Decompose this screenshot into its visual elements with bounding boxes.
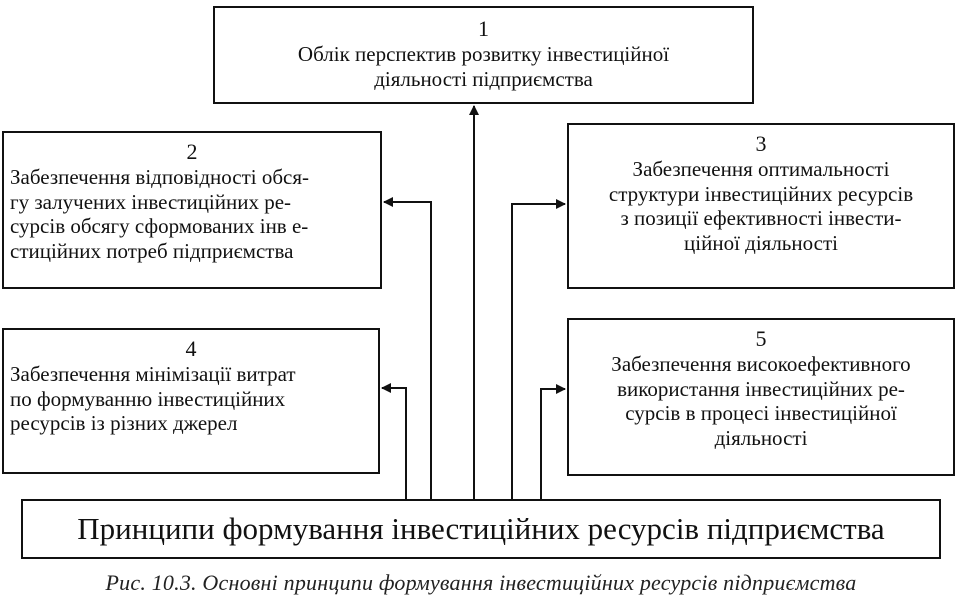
box-number: 4 <box>185 336 197 361</box>
box-text-line: Забезпечення мінімізації витрат <box>10 361 296 386</box>
box-text-line: Забезпечення високоефективного <box>611 351 911 376</box>
box-number: 3 <box>755 131 767 156</box>
box-text-line: Облік перспектив розвитку інвестиційної <box>297 41 670 66</box>
box-number: 5 <box>755 326 767 351</box>
box-text-line: ресурсів із різних джерел <box>10 411 238 436</box>
principle-box-4: 4 Забезпечення мінімізації витрат по фор… <box>2 328 380 474</box>
box-text-line: Забезпечення відповідності обся- <box>10 164 310 189</box>
arrow-to-box5 <box>540 384 566 499</box>
box-text-line: сурсів в процесі інвестиційної <box>625 401 897 426</box>
principle-box-1: 1 Облік перспектив розвитку інвестиційно… <box>213 6 754 104</box>
box-text-line: діяльності <box>714 426 808 451</box>
box-text-line: сурсів обсягу сформованих інв е- <box>10 214 309 239</box>
box-number: 1 <box>478 16 489 41</box>
box-text-line: структури інвестиційних ресурсів <box>608 181 914 206</box>
principle-box-3: 3 Забезпечення оптимальності структури і… <box>567 123 955 289</box>
box-text-line: діяльності підприємства <box>374 66 593 91</box>
box-text-line: по формуванню інвестиційних <box>10 386 286 411</box>
box-text-line: Забезпечення оптимальності <box>632 156 890 181</box>
box-text-line: стиційних потреб підприємства <box>10 239 294 264</box>
main-principles-box: Принципи формування інвестиційних ресурс… <box>21 499 941 559</box>
principle-box-5: 5 Забезпечення високоефективного викорис… <box>567 318 955 476</box>
arrow-to-box2 <box>383 197 432 499</box>
box-text-line: з позиції ефективності інвести- <box>620 206 902 231</box>
box-text-line: ційної діяльності <box>684 231 838 256</box>
arrow-to-box3 <box>511 199 566 499</box>
arrow-to-box4 <box>381 383 407 499</box>
box-number: 2 <box>186 139 198 164</box>
main-principles-label: Принципи формування інвестиційних ресурс… <box>77 510 885 546</box>
principle-box-2: 2 Забезпечення відповідності обся- гу за… <box>2 131 382 289</box>
box-text-line: використання інвестиційних ре- <box>617 376 905 401</box>
figure-caption: Рис. 10.3. Основні принципи формування і… <box>105 570 857 595</box>
box-text-line: гу залучених інвестиційних ре- <box>10 189 292 214</box>
